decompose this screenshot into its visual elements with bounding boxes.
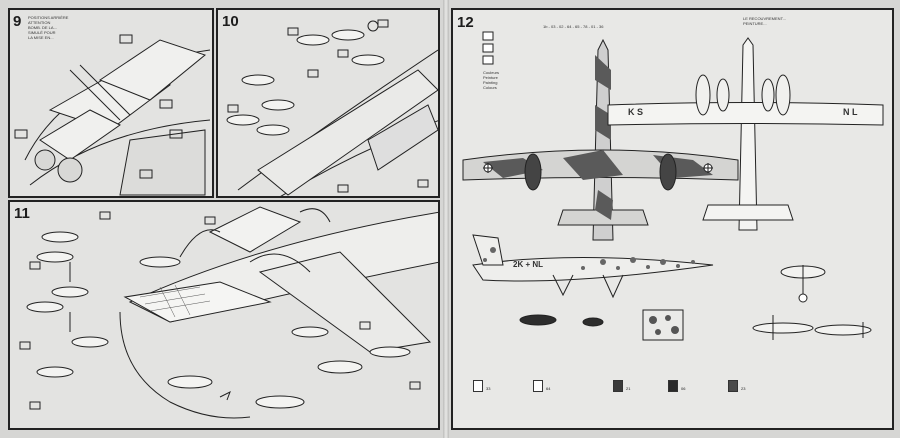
wing-left-code: K S xyxy=(628,107,644,117)
step-11-number: 11 xyxy=(14,205,30,222)
paint-swatch-5 xyxy=(728,380,738,392)
step-9-panel: 9 POSITIONS ARRIÈRE ATTENTION BOMB. DE L… xyxy=(8,8,214,198)
swatch-label-5: 23 xyxy=(741,386,746,391)
swatch-label-1: 33 xyxy=(486,386,491,391)
step-12-left-notes: Couleurs Peinture Painting Colours xyxy=(483,70,500,90)
sheet-fold xyxy=(443,0,449,438)
step-10-number: 10 xyxy=(222,13,239,30)
step-10-drawing xyxy=(226,19,438,196)
step-11-panel: 11 xyxy=(8,200,440,430)
fuselage-code: 2K + NL xyxy=(513,260,544,269)
step-12-panel: 12 Couleurs Peinture Painting Colours LE… xyxy=(451,8,894,430)
step-9-number: 9 xyxy=(13,13,22,30)
step-12-number: 12 xyxy=(457,14,474,31)
step-12-drawing xyxy=(462,31,884,341)
step-10-panel: 10 xyxy=(216,8,440,198)
swatch-label-3: 21 xyxy=(626,386,631,391)
paint-swatch-3 xyxy=(613,380,623,392)
paint-swatch-4 xyxy=(668,380,678,392)
paint-swatch-2 xyxy=(533,380,543,392)
paint-swatch-1 xyxy=(473,380,483,392)
step-9-drawing xyxy=(14,34,211,196)
step-11-drawing xyxy=(19,206,438,419)
step-12-right-notes: LE RECOUVREMENT... PEINTURE... xyxy=(743,16,786,26)
step-9-notes: POSITIONS ARRIÈRE ATTENTION BOMB. DE LA.… xyxy=(28,15,69,40)
swatch-label-2: 64 xyxy=(546,386,551,391)
step-12-serial: 1b - 03 - 02 - 64 - 65 - 78 - 01 - 36 xyxy=(543,24,604,29)
wing-right-code: N L xyxy=(843,107,858,117)
swatch-label-4: 06 xyxy=(681,386,686,391)
